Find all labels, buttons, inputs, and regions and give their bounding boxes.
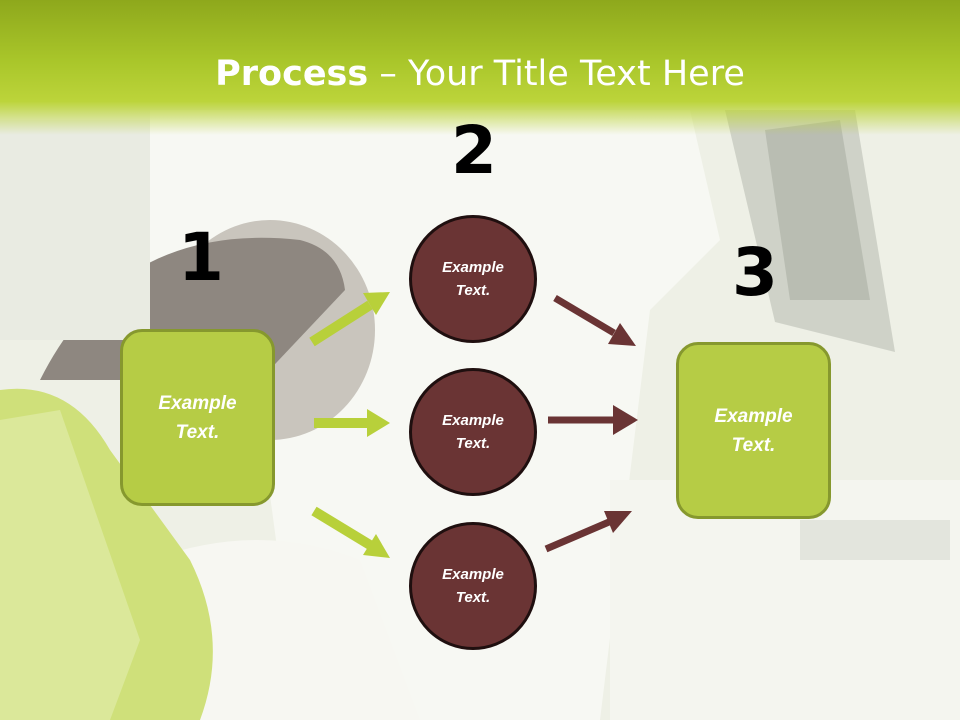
step-2-circle-middle: Example Text. — [409, 368, 537, 496]
title-bold: Process — [215, 54, 369, 94]
step-1-box: Example Text. — [120, 329, 275, 506]
title-rest: – Your Title Text Here — [368, 54, 745, 94]
step-3-box: Example Text. — [676, 342, 831, 519]
circle-middle-text: Example Text. — [442, 412, 504, 452]
step-number-3: 3 — [732, 234, 778, 311]
step-2-circle-bottom: Example Text. — [409, 522, 537, 650]
circle-top-text: Example Text. — [442, 259, 504, 299]
step-1-text: Example Text. — [158, 392, 237, 443]
circle-bottom-text: Example Text. — [442, 566, 504, 606]
arrow-to-top-circle — [309, 292, 390, 347]
arrow-to-bottom-circle — [311, 506, 390, 558]
arrow-top-to-step3 — [553, 294, 636, 346]
arrow-middle-to-step3 — [548, 405, 638, 435]
title-bar — [0, 0, 960, 135]
step-3-text: Example Text. — [714, 405, 793, 456]
arrow-to-middle-circle — [314, 409, 390, 437]
step-number-2: 2 — [451, 112, 497, 189]
step-number-1: 1 — [178, 219, 224, 296]
slide-title: Process – Your Title Text Here — [0, 54, 960, 94]
arrow-bottom-to-step3 — [544, 511, 632, 553]
step-2-circle-top: Example Text. — [409, 215, 537, 343]
